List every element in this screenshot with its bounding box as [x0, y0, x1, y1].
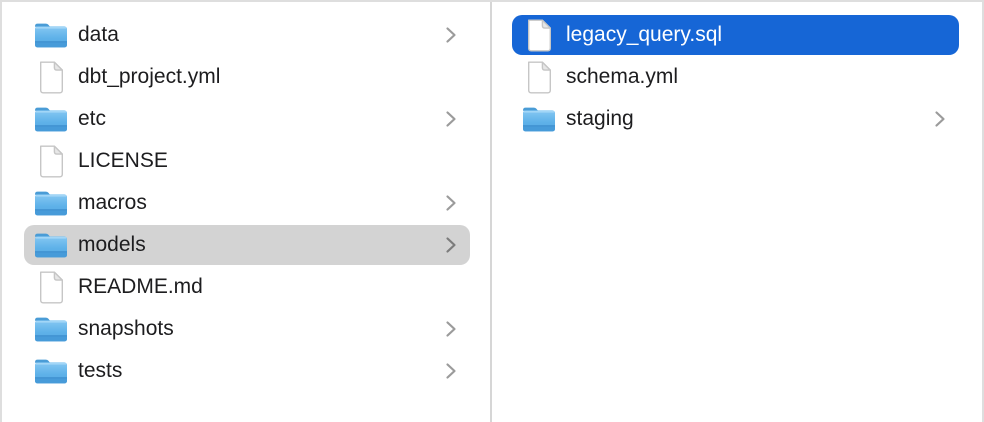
column-divider [490, 2, 492, 422]
folder-icon [32, 102, 70, 136]
chevron-right-icon [444, 109, 458, 129]
chevron-right-icon [444, 235, 458, 255]
file-row-legacy_query.sql[interactable]: legacy_query.sql [512, 15, 959, 55]
folder-icon [32, 354, 70, 388]
column-models-folder: legacy_query.sql [492, 2, 982, 422]
folder-icon [32, 312, 70, 346]
chevron-right-icon [444, 193, 458, 213]
folder-icon [32, 228, 70, 262]
folder-icon [32, 186, 70, 220]
folder-row-macros[interactable]: macros [24, 183, 470, 223]
file-row-schema.yml[interactable]: schema.yml [512, 57, 959, 97]
column-parent-folder: data [2, 2, 490, 422]
folder-icon [32, 18, 70, 52]
file-label: tests [78, 359, 123, 382]
chevron-right-icon [444, 25, 458, 45]
folder-row-tests[interactable]: tests [24, 351, 470, 391]
file-label: dbt_project.yml [78, 65, 221, 88]
chevron-right-icon [444, 361, 458, 381]
file-label: snapshots [78, 317, 174, 340]
document-icon [520, 60, 558, 94]
file-label: data [78, 23, 119, 46]
file-label: schema.yml [566, 65, 679, 88]
document-icon [32, 60, 70, 94]
folder-row-models[interactable]: models [24, 225, 470, 265]
file-row-README.md[interactable]: README.md [24, 267, 470, 307]
file-label: etc [78, 107, 107, 130]
folder-row-etc[interactable]: etc [24, 99, 470, 139]
file-label: README.md [78, 275, 203, 298]
chevron-right-icon [444, 319, 458, 339]
document-icon [32, 144, 70, 178]
file-row-dbt_project.yml[interactable]: dbt_project.yml [24, 57, 470, 97]
file-label: legacy_query.sql [566, 23, 723, 46]
file-label: LICENSE [78, 149, 168, 172]
folder-row-data[interactable]: data [24, 15, 470, 55]
folder-icon [520, 102, 558, 136]
document-icon [32, 270, 70, 304]
file-label: macros [78, 191, 147, 214]
chevron-right-icon [933, 109, 947, 129]
file-label: staging [566, 107, 634, 130]
file-label: models [78, 233, 146, 256]
folder-row-snapshots[interactable]: snapshots [24, 309, 470, 349]
file-row-LICENSE[interactable]: LICENSE [24, 141, 470, 181]
folder-row-staging[interactable]: staging [512, 99, 959, 139]
document-icon [520, 18, 558, 52]
